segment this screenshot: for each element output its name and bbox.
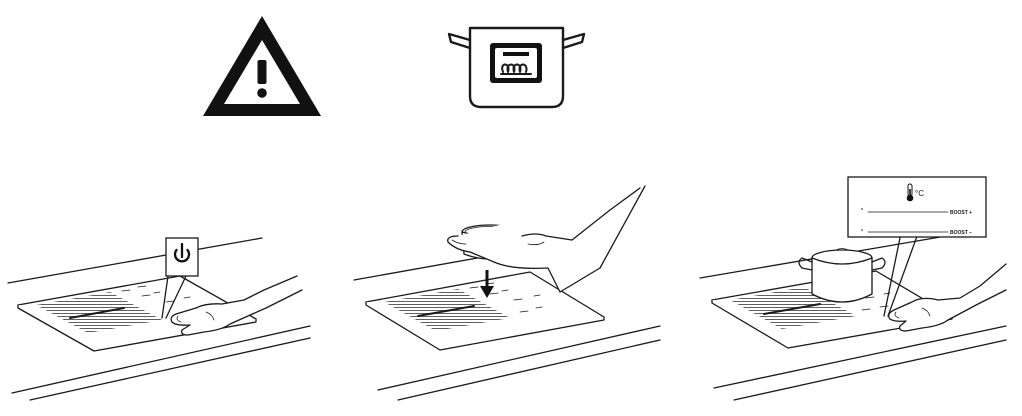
thermometer-icon <box>906 183 914 202</box>
temperature-unit: °C <box>915 189 924 198</box>
hob-panel-1 <box>7 237 311 401</box>
hob-panel-2 <box>353 185 661 401</box>
control-panel-callout: °C BOOST + BOOST − <box>847 176 987 238</box>
boost-plus-label: BOOST + <box>950 210 972 216</box>
pot-in-hands <box>447 185 646 293</box>
hand-pressing-boost <box>888 263 1007 332</box>
hand-pressing-power <box>170 275 303 336</box>
hob-panel-3: °C BOOST + BOOST − <box>699 176 1007 401</box>
down-arrow-icon <box>480 270 494 298</box>
boost-minus-label: BOOST − <box>950 230 972 236</box>
warning-triangle-icon <box>203 16 321 116</box>
induction-pot-icon <box>447 26 586 109</box>
power-icon <box>165 237 199 277</box>
pot <box>798 248 886 303</box>
